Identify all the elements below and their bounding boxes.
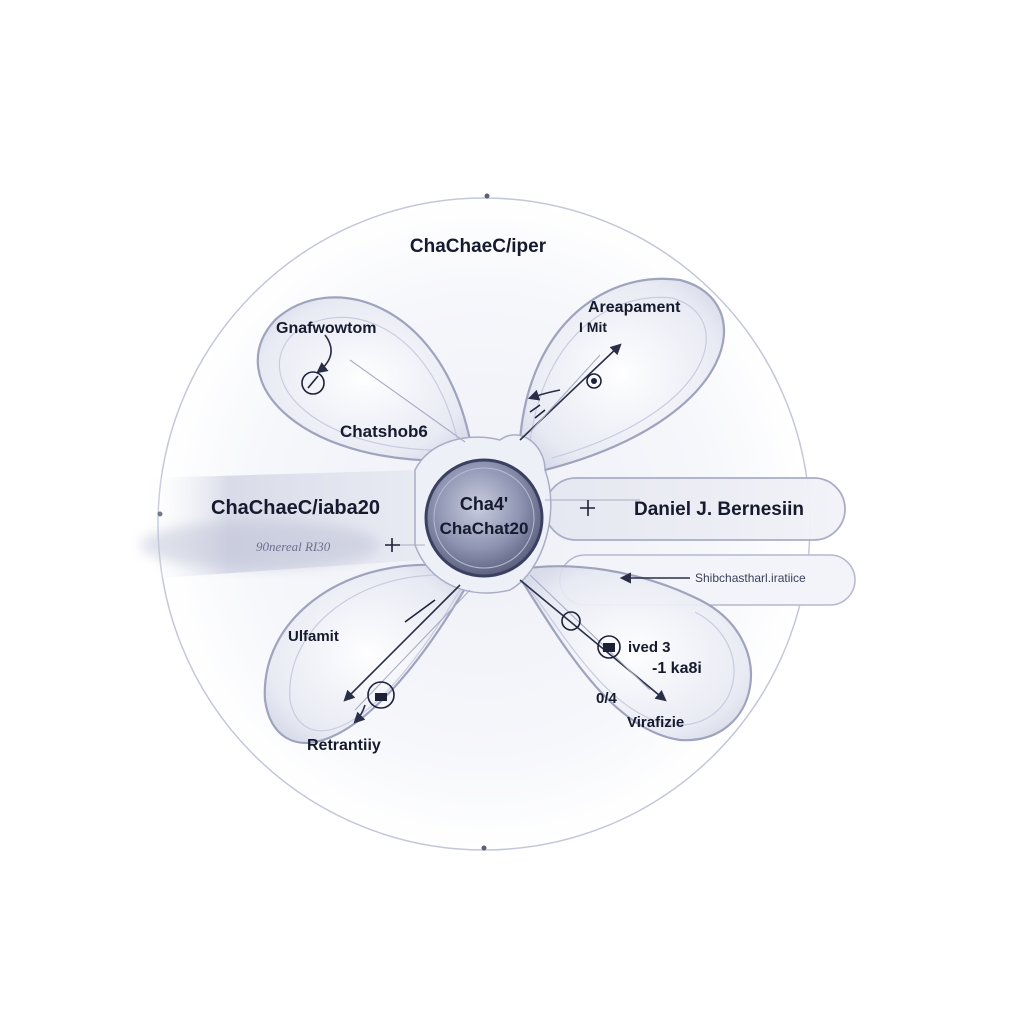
top-label: ChaChaeC/iper xyxy=(410,236,547,257)
target-icon-br xyxy=(561,611,621,659)
lock-icon xyxy=(367,681,395,709)
petal-br-caption: Virafizie xyxy=(627,714,684,731)
gear-icon xyxy=(586,373,602,389)
arrow-icon xyxy=(385,404,595,623)
hub-label-line1: Cha4' xyxy=(460,494,508,514)
right-label: Daniel J. Bernesiin xyxy=(634,499,804,520)
left-label: ChaChaeC/iaba20 xyxy=(211,497,380,519)
petal-br-line1: ived 3 xyxy=(628,639,671,656)
target-icon xyxy=(301,371,325,395)
petal-bl-caption: Retrantiiy xyxy=(307,737,381,754)
petal-bl-title: Ulfamit xyxy=(288,628,339,645)
hub-label-line2: ChaChat20 xyxy=(440,519,529,538)
petal-top-left xyxy=(256,296,472,462)
petal-tl-title: Gnafwowtom xyxy=(276,320,376,337)
petal-tr-sub: I Mit xyxy=(579,319,607,335)
petal-top-right xyxy=(518,277,725,472)
central-hub xyxy=(424,458,544,578)
petal-br-line3: 0/4 xyxy=(596,690,618,707)
right-sublabel: Shibchastharl.iratiice xyxy=(695,571,806,585)
petal-br-line2: -1 ka8i xyxy=(652,660,702,677)
petal-tl-caption: Chatshob6 xyxy=(340,422,428,441)
petal-tr-title: Areapament xyxy=(588,299,681,316)
petal-bottom-right xyxy=(513,565,752,742)
left-sublabel: 90nereal RI30 xyxy=(256,539,331,554)
